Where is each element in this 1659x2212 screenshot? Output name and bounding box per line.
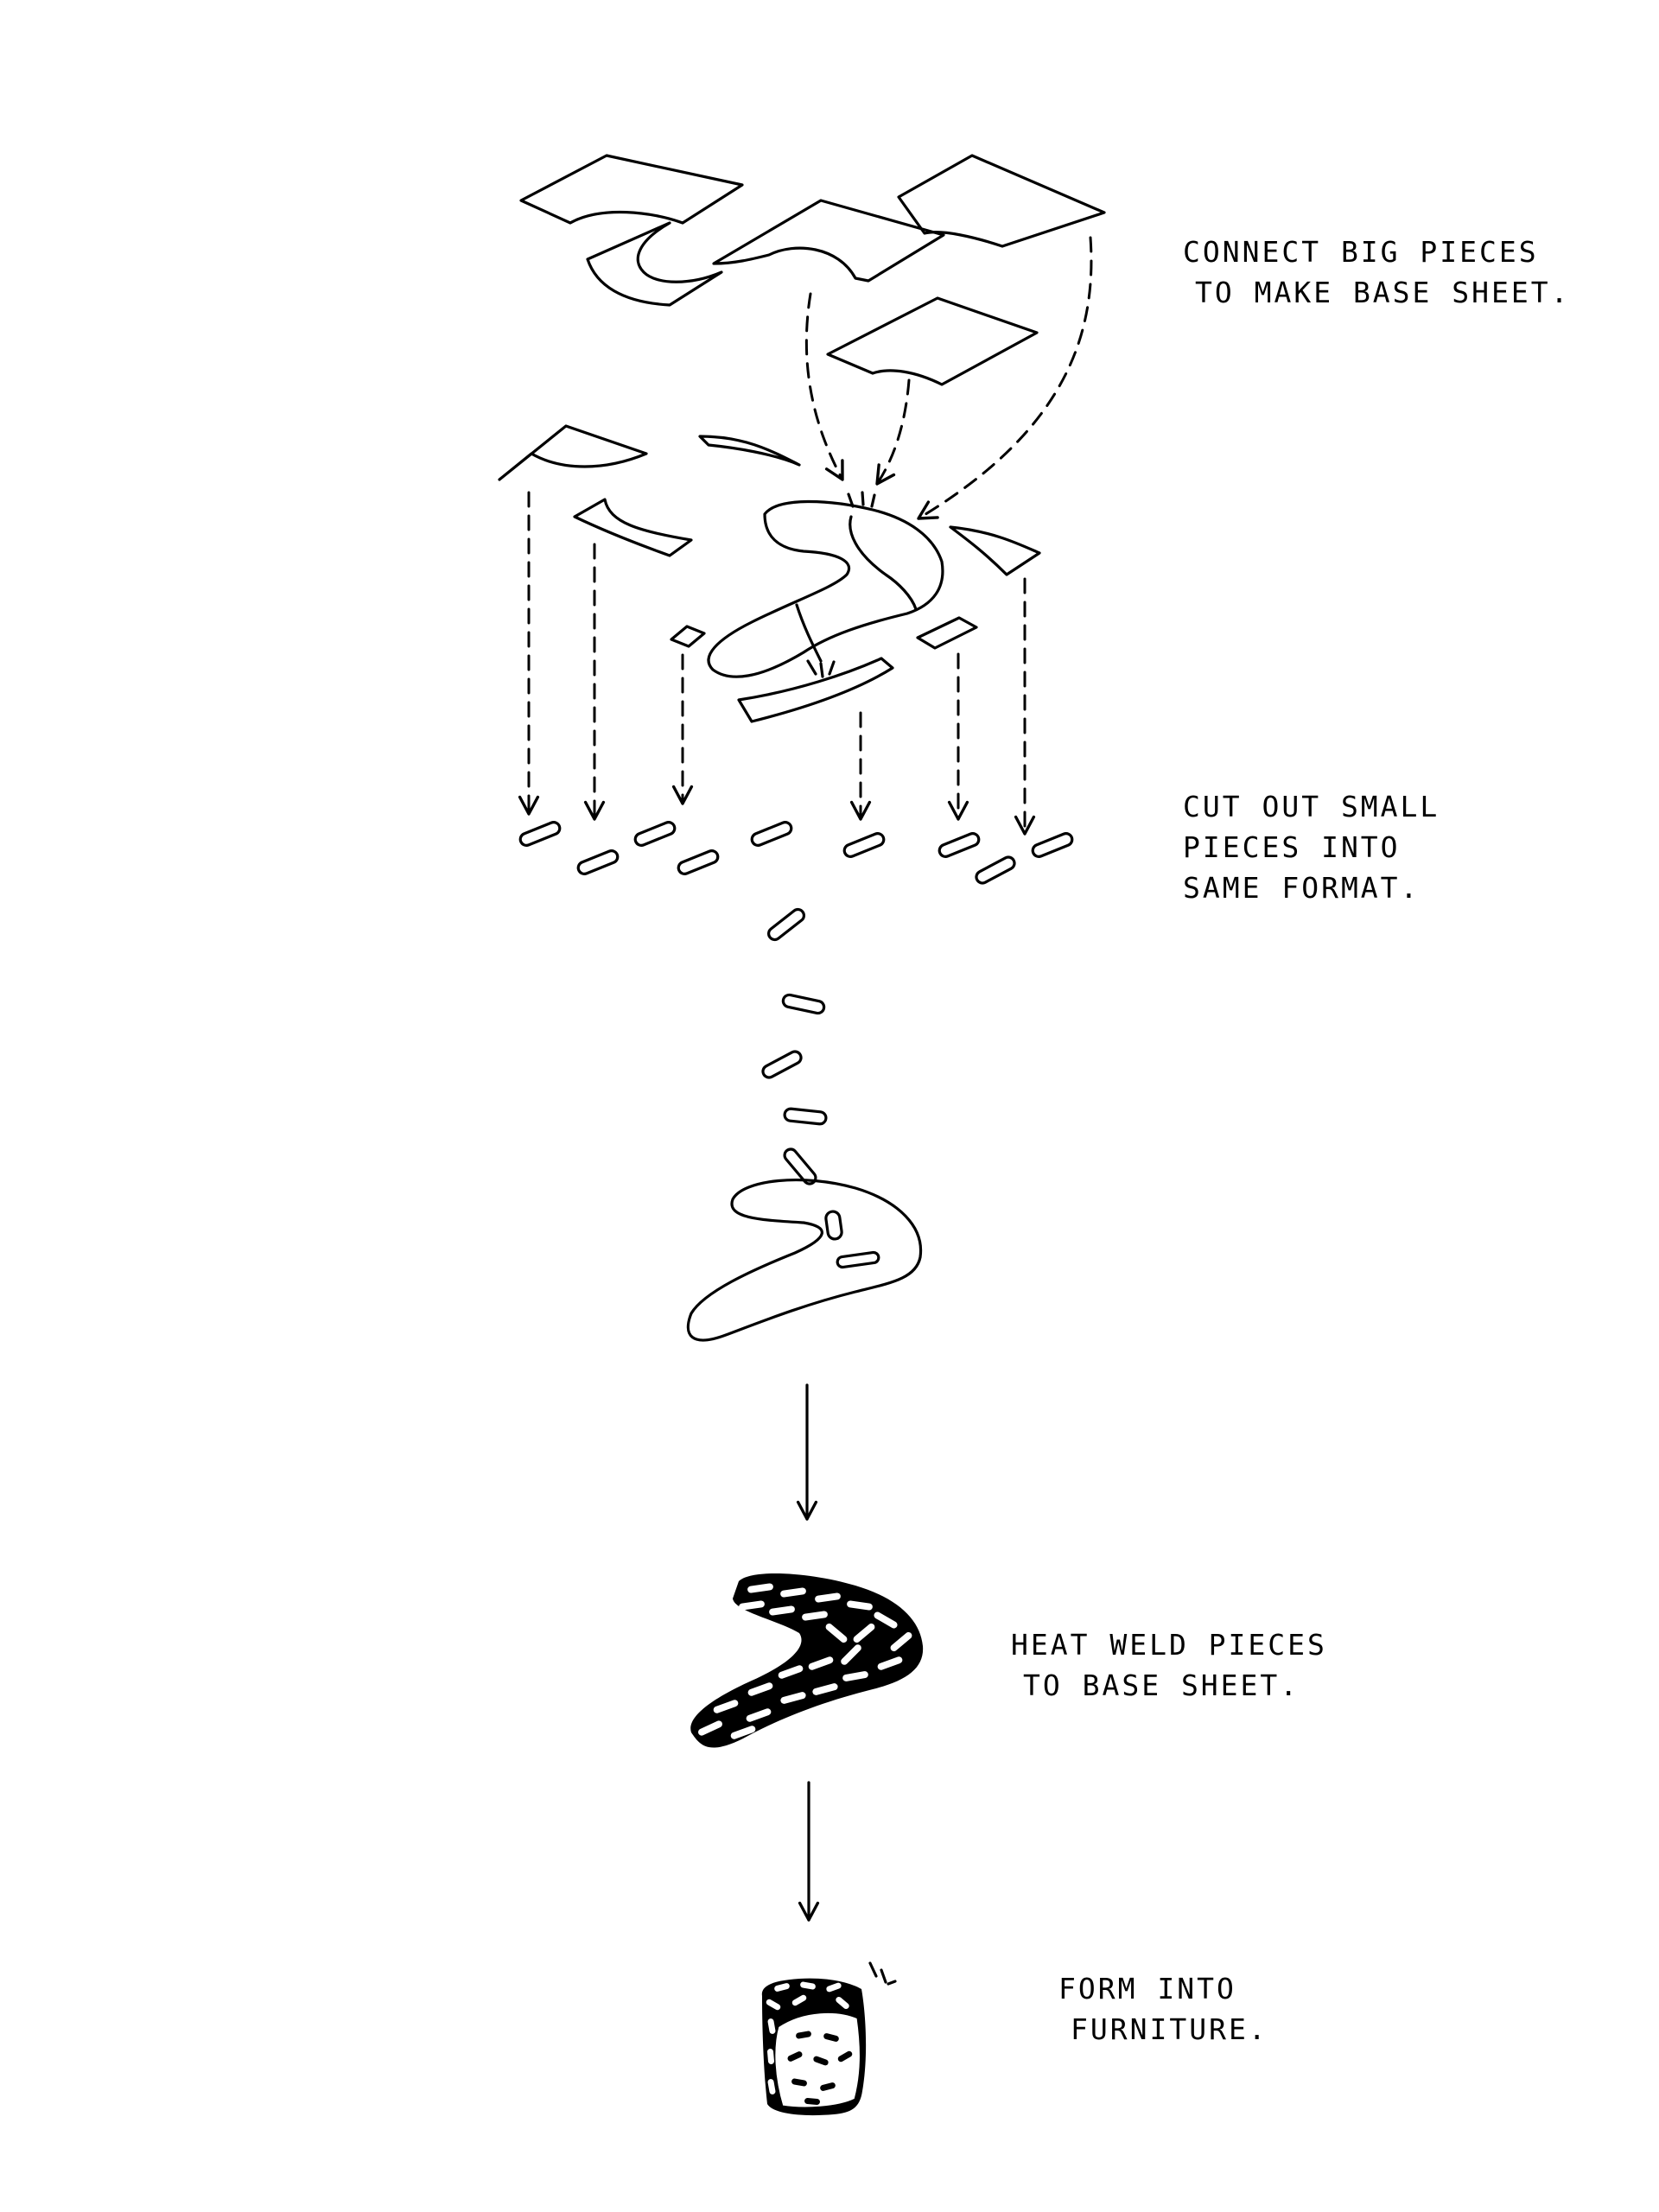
dashed-arrow-3 [917,236,1093,520]
step-label-form: FORM INTO FURNITURE. [1058,1968,1268,2050]
small-piece-1 [498,424,648,481]
cut-piece [975,855,1016,885]
big-pieces-group [519,154,1106,386]
step-label-line: FORM INTO [1058,1972,1236,2005]
cut-pieces [518,821,1074,885]
step-label-line: CONNECT BIG PIECES [1183,235,1539,269]
cut-piece [576,849,620,875]
falling-piece [767,907,805,942]
small-piece-7 [737,657,894,723]
big-piece-left-c [586,221,723,307]
base-sheet [707,491,944,678]
step-label-line: HEAT WELD PIECES [1011,1628,1327,1662]
furniture-object [761,1961,897,2116]
step-label-line: CUT OUT SMALL [1183,790,1440,823]
big-piece-top-left [519,154,744,225]
small-shapes-group [498,424,1041,723]
step-label-line: PIECES INTO [1183,830,1401,864]
falling-pieces [761,907,828,1185]
welded-boomerang [690,1573,924,1748]
step-label-line: SAME FORMAT. [1183,871,1421,905]
step-label-connect: CONNECT BIG PIECES TO MAKE BASE SHEET. [1183,232,1571,313]
placed-piece [824,1210,843,1241]
cut-piece [633,821,677,847]
dashed-arrow-2 [875,378,911,486]
cut-piece [938,832,981,858]
small-piece-2 [698,435,801,467]
step1-arrows [804,236,1093,520]
big-piece-center-c [712,199,945,283]
cut-piece [750,821,793,847]
small-piece-4 [949,525,1041,576]
placed-piece [836,1250,880,1269]
boomerang-with-pieces [686,1178,923,1342]
cut-piece [677,849,720,875]
cut-piece [842,832,886,858]
small-piece-3 [573,498,693,557]
falling-piece [783,1147,817,1185]
step-label-cut: CUT OUT SMALL PIECES INTO SAME FORMAT. [1183,786,1440,908]
step-label-line: TO MAKE BASE SHEET. [1195,276,1571,309]
dashed-arrow-1 [804,292,844,481]
cut-piece [1031,832,1074,858]
falling-piece [783,1107,828,1126]
step2-arrows [518,491,1036,836]
small-piece-6 [916,616,978,650]
step-label-line: TO BASE SHEET. [1023,1669,1300,1702]
falling-piece [781,993,826,1015]
step-label-line: FURNITURE. [1071,2012,1268,2046]
falling-piece [761,1050,803,1079]
cut-piece [518,821,562,847]
big-piece-top-right [897,154,1106,248]
small-piece-5 [670,625,706,648]
step-label-heat-weld: HEAT WELD PIECES TO BASE SHEET. [1011,1624,1327,1706]
big-piece-center-square [826,296,1039,386]
